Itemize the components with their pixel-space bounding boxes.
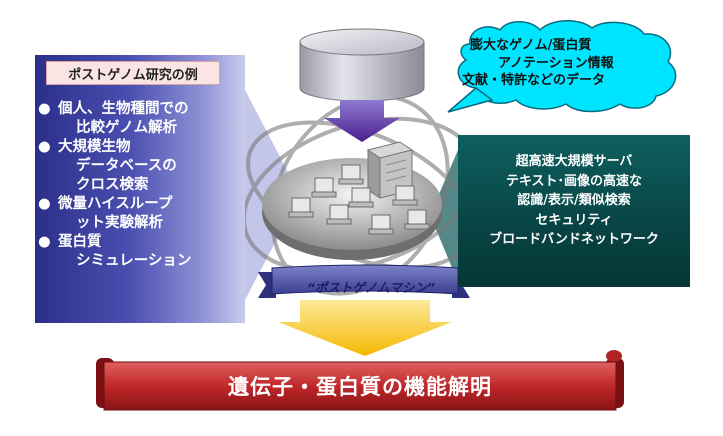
cloud-line: 文献・特許などのデータ	[462, 73, 606, 88]
list-item-line: シミュレーション	[76, 253, 192, 269]
computer-icon	[368, 214, 394, 235]
research-examples-list: ● 個人、生物種間での 比較ゲノム解析 ● 大規模生物 データベースの クロス検…	[38, 100, 191, 271]
feature-line: ブロードバンドネットワーク	[489, 232, 659, 247]
computer-icon	[404, 209, 430, 230]
database-cylinder-icon	[299, 28, 425, 102]
cloud-callout	[447, 20, 677, 113]
bullet-icon: ●	[38, 234, 51, 250]
list-item: ● 個人、生物種間での 比較ゲノム解析	[38, 100, 191, 138]
list-item-line: 比較ゲノム解析	[76, 120, 178, 136]
bullet-icon: ●	[38, 139, 51, 155]
list-item-line: ット実験解析	[76, 215, 163, 231]
bullet-icon: ●	[38, 196, 51, 212]
postgenome-machine-label: “ポストゲノムマシン”	[306, 279, 436, 295]
feature-line: テキスト･画像の高速な	[505, 173, 643, 189]
computer-icons	[288, 164, 430, 235]
computer-icon	[392, 185, 418, 206]
feature-line: 超高速大規模サーバ	[515, 154, 633, 169]
list-item-line: 大規模生物	[58, 139, 131, 155]
cloud-callout-text: 膨大なゲノム/蛋白質 アノテーション情報 文献・特許などのデータ	[462, 37, 682, 90]
list-item-line: クロス検索	[76, 177, 149, 193]
computer-icon	[288, 197, 314, 218]
cloud-line: アノテーション情報	[498, 55, 614, 71]
research-examples-panel	[35, 55, 245, 323]
computer-icon	[338, 164, 364, 185]
list-item-line: 個人、生物種間での	[58, 101, 189, 117]
list-item-line: 蛋白質	[58, 234, 102, 250]
feature-line: セキュリティ	[535, 212, 613, 228]
list-item: ● 微量ハイスループ ット実験解析	[38, 195, 191, 233]
bullet-icon: ●	[38, 101, 51, 117]
down-arrow-purple-icon	[324, 100, 400, 142]
research-examples-title: ポストゲノム研究の例	[46, 61, 220, 85]
feature-line: 認識/表示/類似検索	[517, 193, 631, 208]
list-item-line: データベースの	[76, 158, 177, 174]
computer-icon	[326, 204, 352, 225]
server-features-panel: 超高速大規模サーバ テキスト･画像の高速な 認識/表示/類似検索 セキュリティ …	[458, 135, 690, 287]
cloud-line: 膨大なゲノム/蛋白質	[470, 38, 592, 53]
list-item-line: 微量ハイスループ	[58, 196, 173, 212]
scroll-banner	[96, 350, 624, 411]
computer-icon	[311, 177, 337, 198]
list-item: ● 大規模生物 データベースの クロス検索	[38, 138, 191, 195]
computer-icon	[348, 187, 374, 208]
goal-banner-label: 遺伝子・蛋白質の機能解明	[228, 375, 492, 399]
down-arrow-yellow-icon	[278, 300, 452, 356]
list-item: ● 蛋白質 シミュレーション	[38, 233, 191, 271]
